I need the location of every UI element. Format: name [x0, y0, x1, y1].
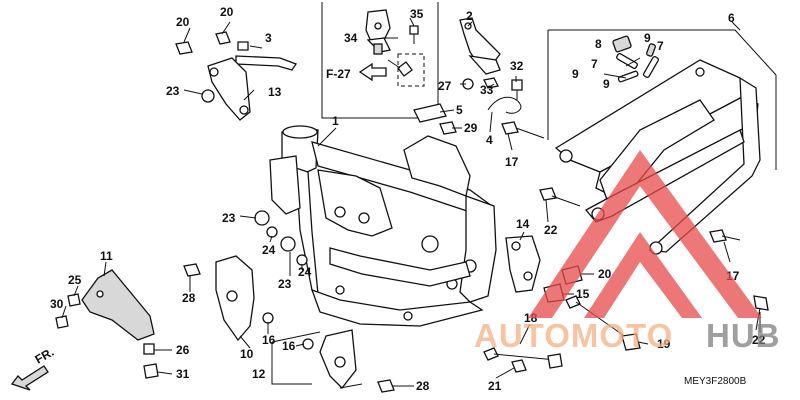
callout-34: 34 [344, 31, 358, 45]
callout-25: 25 [68, 273, 82, 287]
callout-10: 10 [240, 347, 254, 361]
watermark: AUTOMOTO HUB [474, 150, 781, 354]
callout-28b: 28 [416, 379, 430, 393]
callout-4: 4 [486, 133, 493, 147]
watermark-text-automoto: AUTOMOTO [474, 317, 673, 354]
callout-24a: 24 [262, 243, 276, 257]
callout-9a: 9 [644, 31, 651, 45]
callout-24b: 24 [298, 265, 312, 279]
inset-detail [321, 2, 439, 119]
direction-label: FR. [33, 345, 57, 367]
callout-35: 35 [410, 7, 424, 21]
callout-16a: 16 [262, 333, 276, 347]
callout-30: 30 [50, 297, 64, 311]
callout-5: 5 [456, 103, 463, 117]
leader-lines [61, 17, 761, 387]
callout-17a: 17 [505, 155, 519, 169]
diagram-code: MEY3F2800B [684, 376, 747, 387]
rear-subframe [554, 59, 761, 255]
callout-20a: 20 [176, 15, 190, 29]
callout-19: 19 [657, 337, 671, 351]
callout-26: 26 [176, 343, 190, 357]
callout-9b: 9 [572, 67, 579, 81]
callout-6: 6 [728, 11, 735, 25]
callout-33: 33 [480, 83, 494, 97]
callout-20c: 20 [598, 267, 612, 281]
callout-7a: 7 [591, 57, 598, 71]
watermark-text-hub: HUB [706, 317, 781, 354]
callout-7b: 7 [657, 39, 664, 53]
callout-20b: 20 [220, 5, 234, 19]
callout-16b: 16 [282, 339, 296, 353]
callout-31: 31 [176, 367, 190, 381]
callout-23c: 23 [278, 277, 292, 291]
callout-32: 32 [510, 59, 524, 73]
callout-13: 13 [268, 85, 282, 99]
callout-11: 11 [100, 249, 113, 263]
callout-29: 29 [464, 121, 478, 135]
callout-23b: 23 [222, 211, 236, 225]
callout-22a: 22 [544, 223, 558, 237]
reference-label: F-27 [326, 67, 351, 81]
callout-22b: 22 [752, 333, 766, 347]
callout-28a: 28 [182, 291, 196, 305]
callout-14: 14 [516, 217, 530, 231]
watermark-triangle [528, 150, 762, 318]
callout-21: 21 [488, 379, 502, 393]
callout-27: 27 [438, 79, 452, 93]
callout-3: 3 [265, 31, 272, 45]
callout-15: 15 [576, 287, 590, 301]
callout-2: 2 [466, 9, 473, 23]
callout-12: 12 [252, 367, 266, 381]
subframe-box [547, 29, 777, 170]
callout-23a: 23 [166, 84, 180, 98]
callout-9c: 9 [603, 77, 610, 91]
main-frame [269, 125, 497, 327]
callout-8: 8 [595, 37, 602, 51]
callout-1: 1 [332, 114, 339, 128]
